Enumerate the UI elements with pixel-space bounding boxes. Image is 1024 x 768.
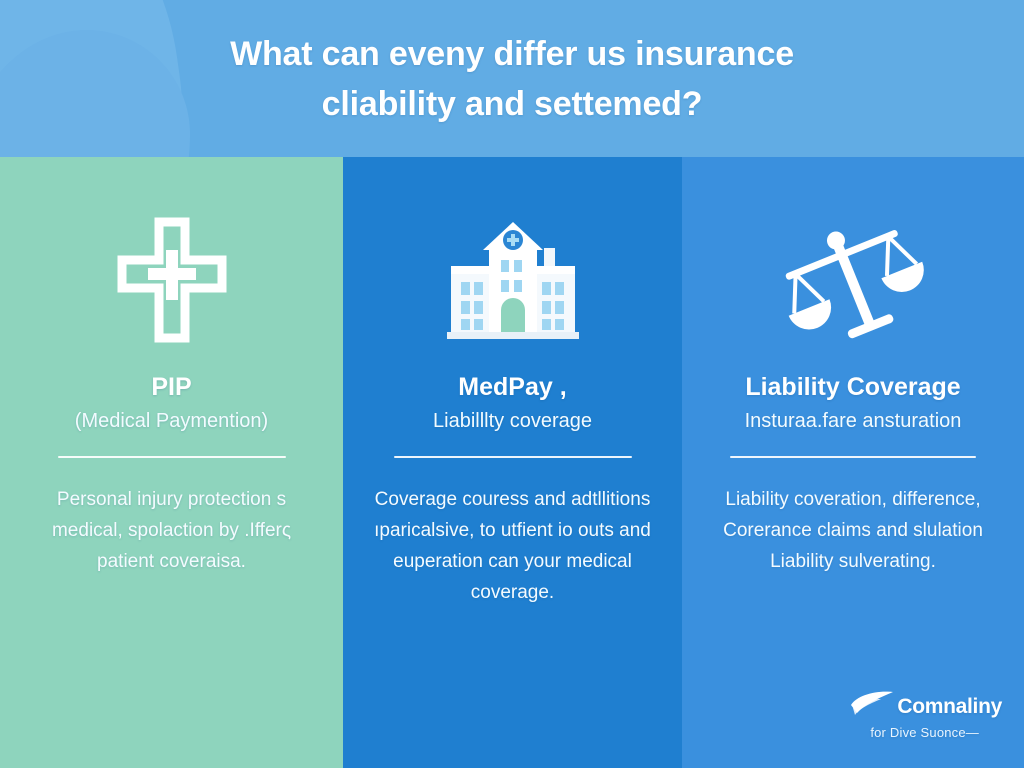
- column-medpay-title: MedPay ,: [458, 373, 567, 401]
- column-liability-divider: [730, 456, 976, 458]
- scales-of-justice-icon: [778, 205, 928, 355]
- column-medpay-headings: MedPay , Liabilllty coverage: [417, 371, 608, 436]
- header-banner: What can eveny differ us insurance cliab…: [0, 0, 1024, 157]
- page-title-line-2: cliability and settemed?: [321, 84, 703, 123]
- column-liability-headings: Liability Coverage Insturaa.fare anstura…: [729, 371, 978, 436]
- column-pip-body: Personal injury protection s medical, sp…: [51, 489, 292, 572]
- swoosh-icon: [847, 689, 895, 724]
- column-pip-divider: [57, 456, 286, 458]
- column-medpay-subtitle: Liabilllty coverage: [433, 410, 592, 432]
- column-pip-headings: PIP (Medical Paymention): [59, 371, 284, 436]
- column-liability-subtitle: Insturaa.fare ansturation: [744, 410, 962, 432]
- column-medpay-divider: [393, 456, 632, 458]
- comparison-columns: PIP (Medical Paymention) Personal injury…: [0, 157, 1024, 768]
- column-liability: Liability Coverage Insturaa.fare anstura…: [682, 157, 1024, 768]
- page-title: What can eveny differ us insurance cliab…: [0, 0, 1024, 157]
- column-liability-title: Liability Coverage: [745, 373, 961, 401]
- column-liability-body: Liability coveration, difference, Corera…: [723, 489, 983, 572]
- column-pip-subtitle: (Medical Paymention): [74, 410, 269, 432]
- column-pip: PIP (Medical Paymention) Personal injury…: [0, 157, 343, 768]
- brand-logo-tagline: for Dive Suonce—: [870, 725, 980, 740]
- column-medpay: MedPay , Liabilllty coverage Coverage co…: [343, 157, 682, 768]
- column-medpay-body: Coverage couress and adtllitions ıparica…: [374, 489, 651, 603]
- hospital-building-icon: [443, 205, 583, 355]
- brand-logo-name: Comnaliny: [897, 694, 1002, 718]
- brand-logo-row: Comnaliny: [847, 689, 1002, 724]
- column-pip-title: PIP: [151, 373, 192, 401]
- page-title-line-1: What can eveny differ us insurance: [230, 34, 794, 73]
- medical-cross-icon: [116, 205, 228, 355]
- brand-logo: Comnaliny for Dive Suonce—: [847, 689, 1002, 740]
